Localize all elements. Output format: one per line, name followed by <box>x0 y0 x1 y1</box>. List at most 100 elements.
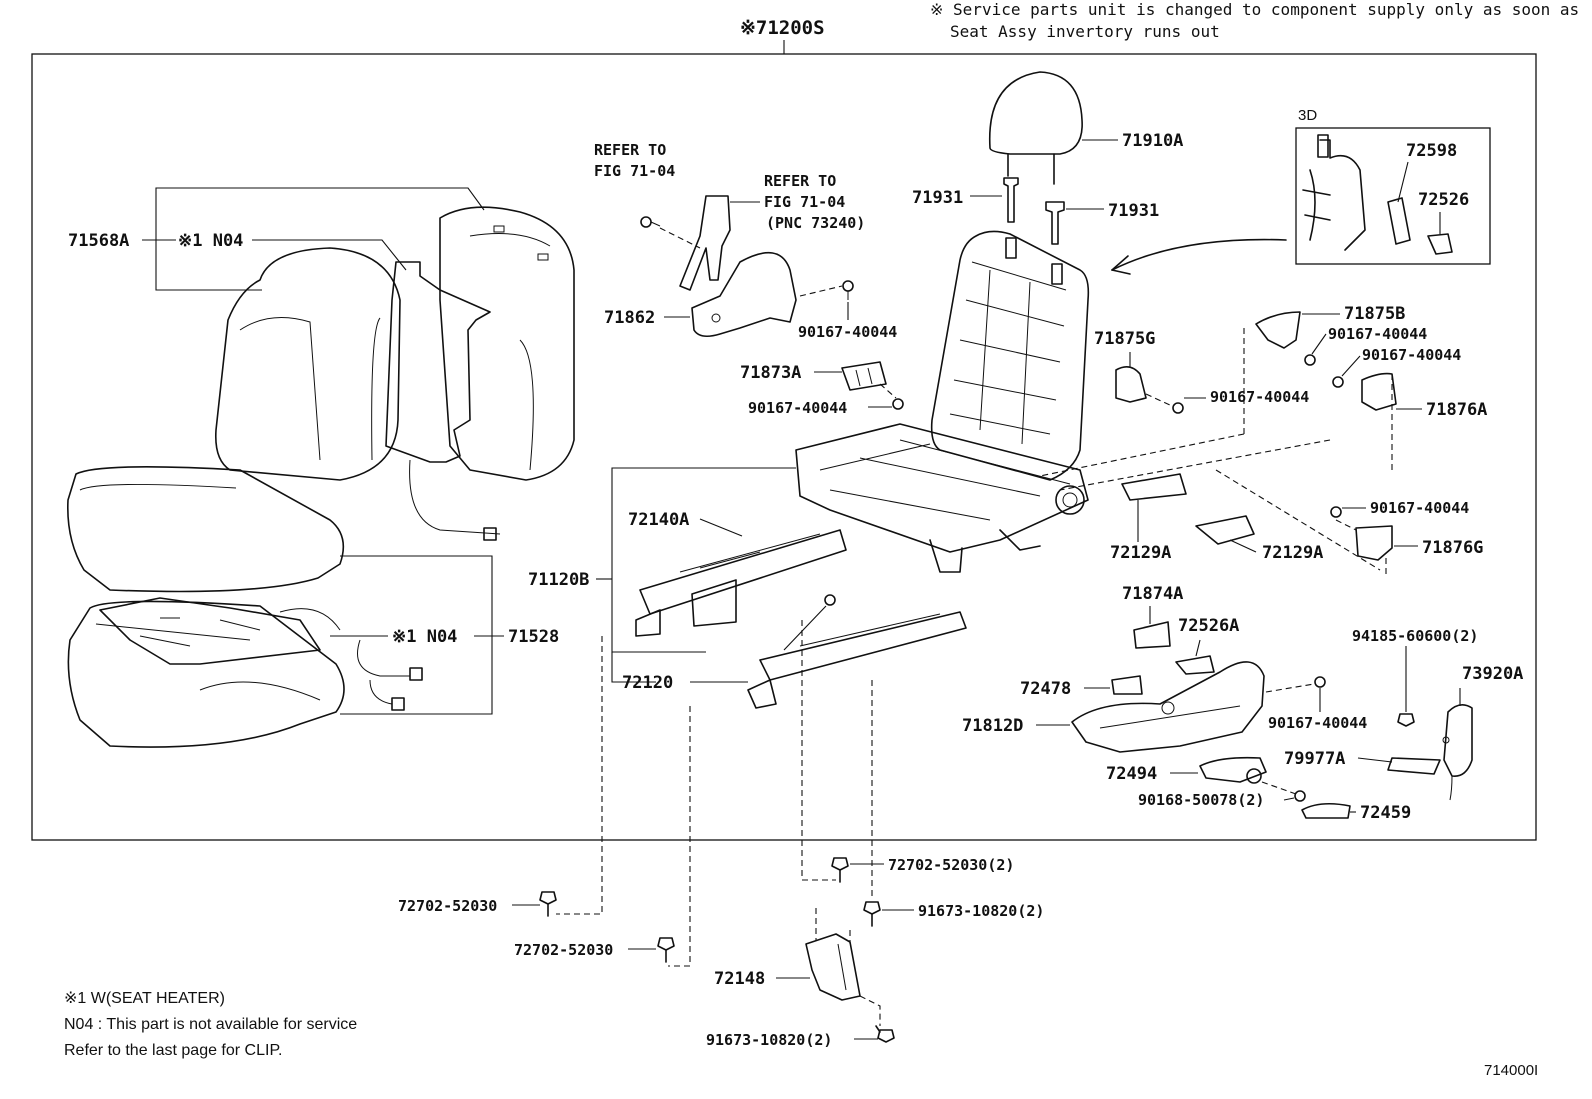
hinge-cover-illustration <box>1115 366 1147 403</box>
part-71528[interactable]: 71528 <box>508 627 559 647</box>
part-72494[interactable]: 72494 <box>1106 764 1157 784</box>
leader-90167-e <box>1341 355 1361 377</box>
seat-back-heater-illustration <box>385 261 501 541</box>
part-90167-a[interactable]: 90167-40044 <box>798 323 897 341</box>
bolt-icon <box>863 901 881 927</box>
part-71874A[interactable]: 71874A <box>1122 584 1183 604</box>
part-90167-d[interactable]: 90167-40044 <box>1328 325 1427 343</box>
track-bracket-illustration <box>805 933 861 1001</box>
screw-icon <box>640 216 661 228</box>
leader-72129A-2 <box>1229 539 1257 553</box>
bracket-71568A-bottom <box>155 240 262 291</box>
part-72120[interactable]: 72120 <box>622 673 673 693</box>
refer-a-line1[interactable]: REFER TO <box>594 141 666 159</box>
nut-icon <box>1397 713 1415 727</box>
bolt-icon <box>892 398 904 410</box>
part-72478[interactable]: 72478 <box>1020 679 1071 699</box>
leader-79977A <box>1357 757 1393 763</box>
figure-id: 714000I <box>1484 1062 1538 1079</box>
headrest-support-illustration <box>1003 177 1065 245</box>
part-71873A[interactable]: 71873A <box>740 363 801 383</box>
dash-90167-b <box>879 383 897 399</box>
side-airbag-illustration <box>1442 704 1473 801</box>
dash-cluster-to-frame-b <box>1059 439 1331 491</box>
part-72140A[interactable]: 72140A <box>628 510 689 530</box>
dash-refer-a <box>659 227 701 249</box>
leader-72140A <box>699 518 743 537</box>
assembly-label[interactable]: ※71200S <box>740 17 825 39</box>
part-90167-b[interactable]: 90167-40044 <box>748 399 847 417</box>
foot-cover-illustration <box>1121 473 1255 545</box>
part-72459[interactable]: 72459 <box>1360 803 1411 823</box>
part-72526A[interactable]: 72526A <box>1178 616 1239 636</box>
seat-side-shield-illustration <box>1071 661 1265 753</box>
part-90167-e[interactable]: 90167-40044 <box>1362 346 1461 364</box>
inset-arrow <box>1111 238 1287 271</box>
part-79977A[interactable]: 79977A <box>1284 749 1345 769</box>
part-72129A-2[interactable]: 72129A <box>1262 543 1323 563</box>
leader-90167-d <box>1311 333 1327 355</box>
seat-belt-anchor-illustration <box>679 195 760 291</box>
part-72702-b[interactable]: 72702-52030 <box>398 897 497 915</box>
part-90167-c[interactable]: 90167-40044 <box>1210 388 1309 406</box>
seat-track-upper-illustration <box>635 529 847 637</box>
part-73920A[interactable]: 73920A <box>1462 664 1523 684</box>
part-90168[interactable]: 90168-50078(2) <box>1138 791 1264 809</box>
inset-part-72598[interactable]: 72598 <box>1406 141 1457 161</box>
dash-71876G <box>1335 519 1357 531</box>
part-90167-g[interactable]: 90167-40044 <box>1268 714 1367 732</box>
part-71568A-note: ※1 N04 <box>178 231 243 251</box>
part-71876A[interactable]: 71876A <box>1426 400 1487 420</box>
switch-illustration <box>1133 621 1171 649</box>
service-note-line1: ※ Service parts unit is changed to compo… <box>930 0 1579 19</box>
part-71568A[interactable]: 71568A <box>68 231 129 251</box>
part-72702-c[interactable]: 72702-52030 <box>514 941 613 959</box>
bolt-icon <box>842 280 854 300</box>
part-72129A-1[interactable]: 72129A <box>1110 543 1171 563</box>
part-71931-right[interactable]: 71931 <box>1108 201 1159 221</box>
recliner-bracket-illustration <box>841 361 887 391</box>
inset-title: 3D <box>1298 107 1317 124</box>
bracket-71528-bottom <box>340 636 493 715</box>
cap-illustration <box>1301 802 1351 819</box>
part-71931-left[interactable]: 71931 <box>912 188 963 208</box>
dash-90167-c <box>1145 393 1173 407</box>
dash-72148 <box>815 908 881 1026</box>
part-94185[interactable]: 94185-60600(2) <box>1352 627 1478 645</box>
headrest-illustration <box>988 71 1083 185</box>
part-91673-b[interactable]: 91673-10820(2) <box>706 1031 832 1049</box>
refer-b-line1[interactable]: REFER TO <box>764 172 836 190</box>
part-71875B[interactable]: 71875B <box>1344 304 1405 324</box>
part-71812D[interactable]: 71812D <box>962 716 1023 736</box>
dash-track-left <box>556 636 603 915</box>
service-note-line2: Seat Assy invertory runs out <box>950 22 1220 41</box>
dash-cluster-to-frame-a <box>1039 433 1245 477</box>
part-71528-note: ※1 N04 <box>392 627 457 647</box>
bolt-icon <box>875 1025 895 1043</box>
part-72148[interactable]: 72148 <box>714 969 765 989</box>
refer-a-line2[interactable]: FIG 71-04 <box>594 162 675 180</box>
refer-b-line2[interactable]: FIG 71-04 <box>764 193 845 211</box>
bracket-71528-top <box>340 555 493 636</box>
part-71876G[interactable]: 71876G <box>1422 538 1483 558</box>
part-71120B[interactable]: 71120B <box>528 570 589 590</box>
bolt-icon <box>1314 676 1326 688</box>
bolt-icon <box>1172 402 1184 414</box>
part-71862[interactable]: 71862 <box>604 308 655 328</box>
inset-part-72526[interactable]: 72526 <box>1418 190 1469 210</box>
part-91673-a[interactable]: 91673-10820(2) <box>918 902 1044 920</box>
switch-knob-illustration <box>1111 675 1143 695</box>
part-72702-a[interactable]: 72702-52030(2) <box>888 856 1014 874</box>
seat-back-cover-illustration <box>214 206 575 481</box>
inset-seat-back-illustration <box>1302 134 1453 255</box>
dash-90167-g <box>1265 683 1315 693</box>
part-71910A[interactable]: 71910A <box>1122 131 1183 151</box>
part-71875G[interactable]: 71875G <box>1094 329 1155 349</box>
label-sheet-illustration <box>1387 757 1441 775</box>
dash-90168 <box>1261 781 1297 795</box>
assembly-frame <box>31 53 1537 841</box>
seat-track-lower-illustration <box>747 594 967 709</box>
part-90167-f[interactable]: 90167-40044 <box>1370 499 1469 517</box>
bolt-icon <box>1332 376 1344 388</box>
